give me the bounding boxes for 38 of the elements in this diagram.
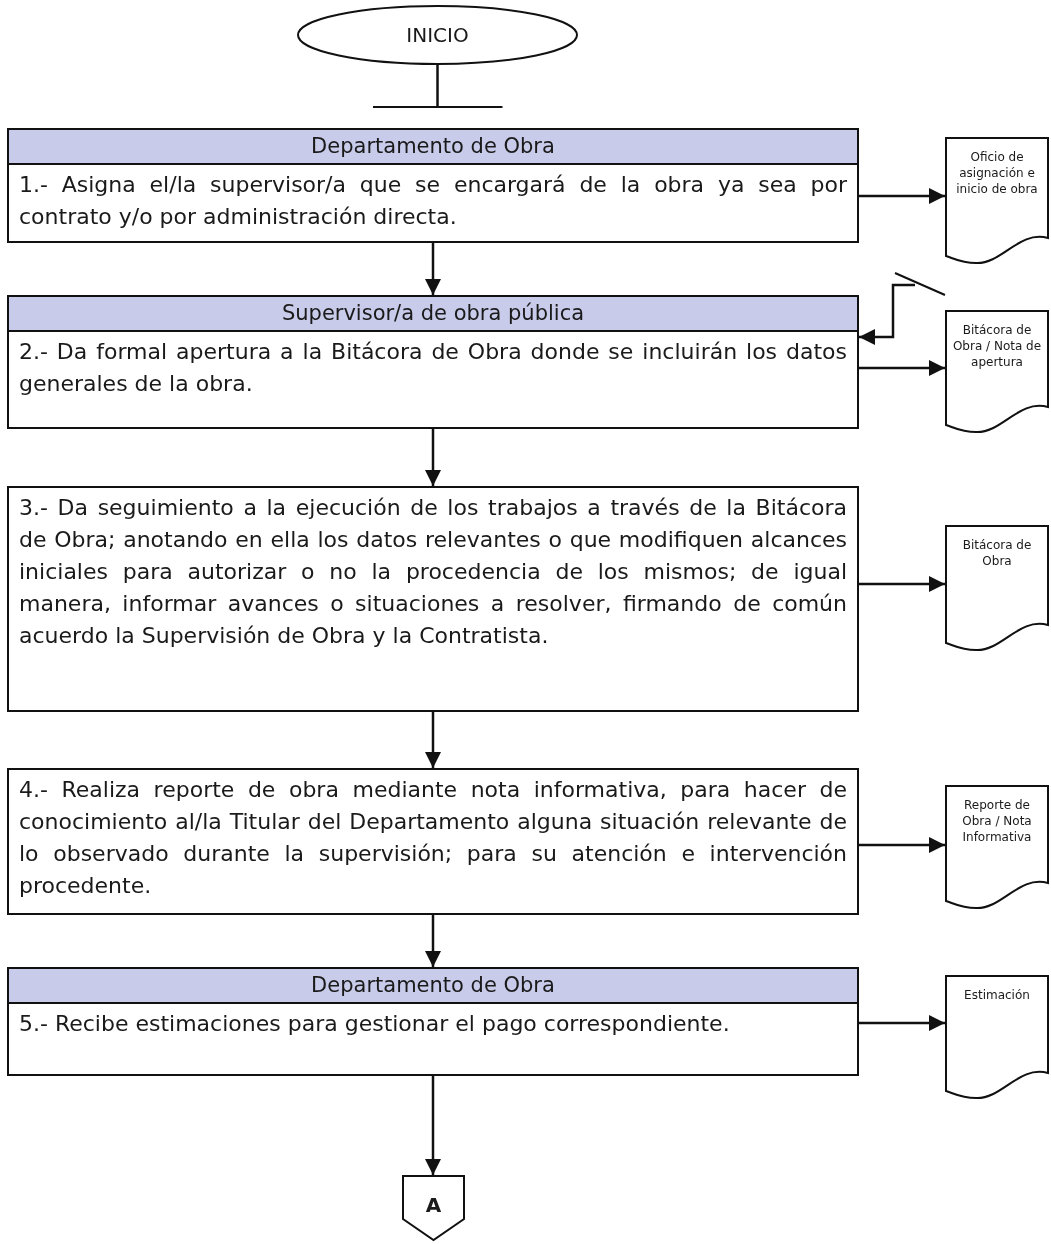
arrow bbox=[425, 712, 441, 768]
process-box bbox=[7, 128, 859, 243]
document-shape bbox=[945, 785, 1049, 911]
arrow bbox=[425, 915, 441, 967]
arrow bbox=[859, 360, 945, 376]
box-header: Departamento de Obra bbox=[9, 130, 857, 165]
document-label: Bitácora de Obra / Nota de apertura bbox=[951, 322, 1043, 371]
start-terminator bbox=[297, 5, 578, 65]
step-description: 3.- Da seguimiento a la ejecución de los trabajos a través de la Bitácora de Obra; anotando en ella los datos relevantes o que modifiquen alcances iniciales para autorizar o no la procedencia de los mismos; de igual manera, informar avances o situaciones a resolver, firmando de común acuerdo la Supervisión de Obra y la Contratista. bbox=[18, 494, 848, 650]
process-box bbox=[7, 295, 859, 429]
box-header: Departamento de Obra bbox=[9, 969, 857, 1004]
document-label: Bitácora de Obra bbox=[961, 537, 1033, 570]
document-label: Estimación bbox=[963, 987, 1031, 1004]
process-box bbox=[7, 486, 859, 712]
document-label: Oficio de asignación e inicio de obra bbox=[955, 149, 1039, 198]
document-shape bbox=[945, 137, 1049, 266]
arrow bbox=[859, 576, 945, 592]
arrow bbox=[859, 837, 945, 853]
document-label: Reporte de Obra / Nota Informativa bbox=[961, 797, 1033, 846]
arrow bbox=[425, 429, 441, 486]
step-description: 4.- Realiza reporte de obra mediante nota informativa, para hacer de conocimiento al/la Titular del Departamento alguna situación relevante de lo observado durante la supervisión; para su atención e intervención procedente. bbox=[18, 776, 848, 900]
off-page-connector bbox=[402, 1175, 465, 1241]
arrow bbox=[859, 1015, 945, 1031]
document-shape bbox=[945, 975, 1049, 1101]
arrow bbox=[859, 188, 945, 204]
step-description: 5.- Recibe estimaciones para gestionar el pago correspondiente. bbox=[18, 1010, 731, 1038]
arrow bbox=[425, 243, 441, 295]
step-description: 1.- Asigna el/la supervisor/a que se encargará de la obra ya sea por contrato y/o por administración directa. bbox=[18, 171, 848, 231]
connector-label: A bbox=[424, 1192, 443, 1217]
box-header: Supervisor/a de obra pública bbox=[9, 297, 857, 332]
document-shape bbox=[945, 525, 1049, 653]
arrow bbox=[425, 1076, 441, 1175]
process-box bbox=[7, 967, 859, 1076]
incoming-arrow bbox=[859, 283, 915, 345]
start-label: INICIO bbox=[405, 22, 470, 49]
document-shape bbox=[945, 310, 1049, 435]
process-box bbox=[7, 768, 859, 915]
step-description: 2.- Da formal apertura a la Bitácora de Obra donde se incluirán los datos generales de la obra. bbox=[18, 338, 848, 398]
